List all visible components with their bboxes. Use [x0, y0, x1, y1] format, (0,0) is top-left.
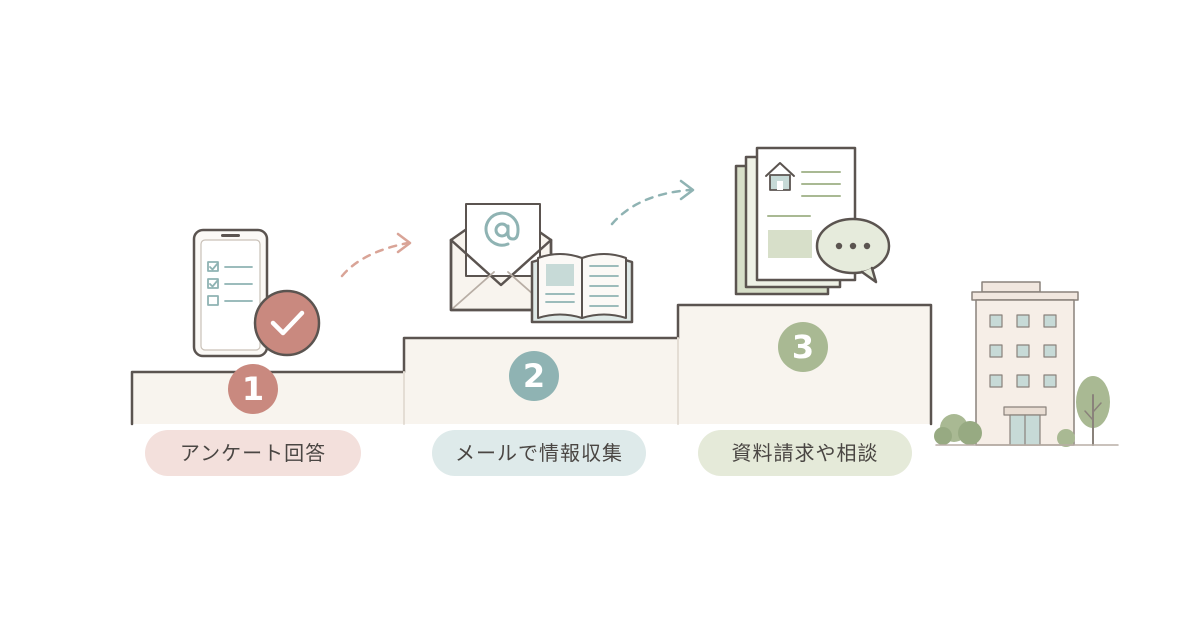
- open-book-icon: [530, 253, 634, 324]
- dashed-arrow-icon: [610, 179, 695, 226]
- step-1-label: アンケート回答: [145, 430, 361, 476]
- speech-bubble-icon: [815, 217, 891, 284]
- at-sign-icon: [484, 211, 520, 247]
- document-stack-icon: [734, 146, 857, 296]
- step-divider-lines: [403, 337, 679, 425]
- house-icon: [765, 162, 795, 191]
- building-icon: [971, 281, 1079, 446]
- step-2-label: メールで情報収集: [432, 430, 646, 476]
- checklist-icon: [207, 261, 253, 306]
- step-3-label: 資料請求や相談: [698, 430, 912, 476]
- bush-icon: [934, 414, 1075, 447]
- step-3-number: 3: [778, 322, 828, 372]
- tree-icon: [1076, 376, 1110, 446]
- staircase-outline: [130, 303, 933, 426]
- step-1-number: 1: [228, 364, 278, 414]
- dashed-arrow-icon: [340, 232, 412, 278]
- check-badge-icon: [253, 289, 321, 357]
- step-2-number: 2: [509, 351, 559, 401]
- smartphone-icon: [192, 228, 269, 358]
